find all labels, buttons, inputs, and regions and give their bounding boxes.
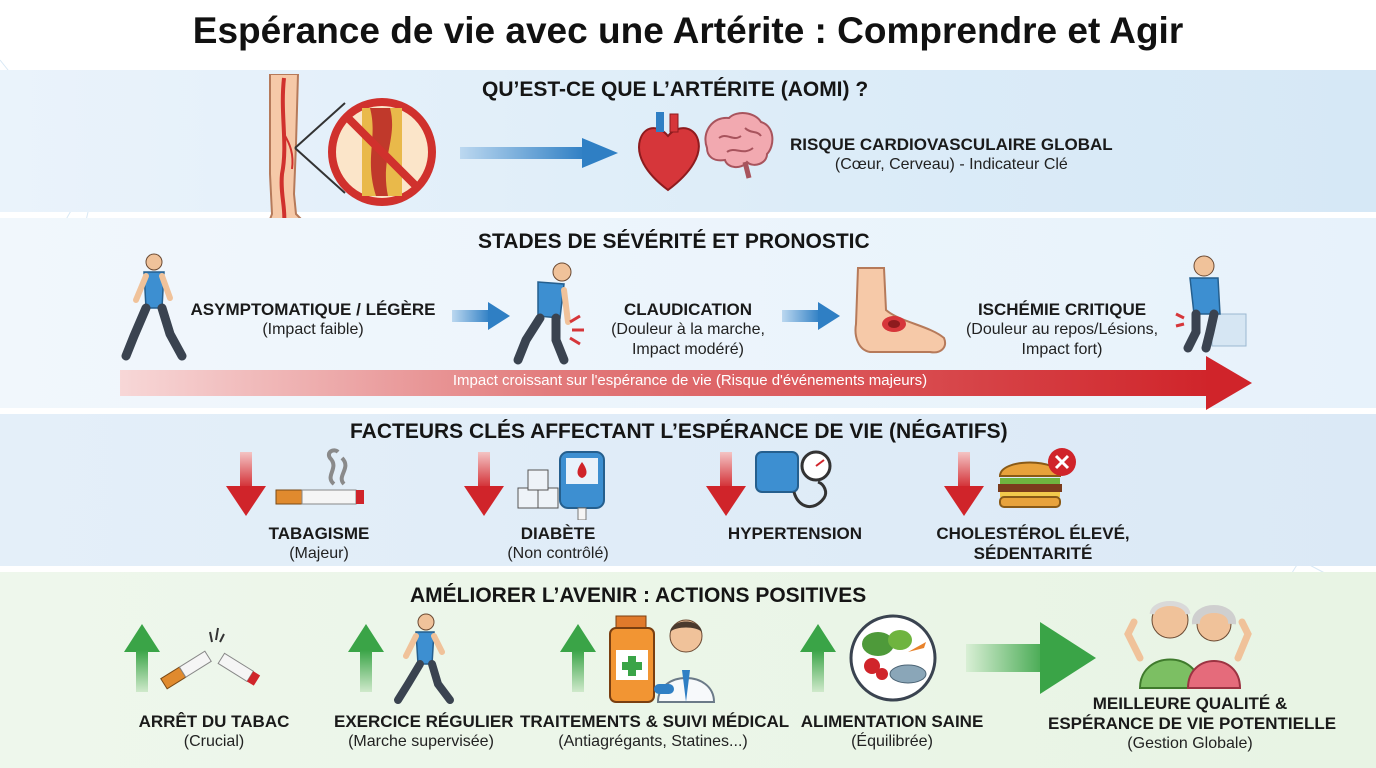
stage-arrow-2 bbox=[782, 302, 840, 330]
sitting-person-icon bbox=[1175, 255, 1247, 353]
factor-diabetes-sub: (Non contrôlé) bbox=[507, 545, 609, 562]
section4-heading: AMÉLIORER L’AVENIR : ACTIONS POSITIVES bbox=[410, 584, 867, 607]
factor-smoking-title: TABAGISME bbox=[268, 524, 370, 543]
factor-diabetes-title: DIABÈTE bbox=[520, 524, 596, 543]
action-diet: ALIMENTATION SAINE (Équilibrée) bbox=[796, 712, 988, 752]
glucometer-icon bbox=[517, 451, 605, 520]
down-arrow-icon bbox=[226, 452, 266, 516]
impact-arrow-label: Impact croissant sur l'espérance de vie … bbox=[452, 372, 928, 389]
stage-2-label: CLAUDICATION (Douleur à la marche, Impac… bbox=[600, 300, 776, 360]
stage-3-title: ISCHÉMIE CRITIQUE bbox=[977, 300, 1147, 319]
action-diet-sub: (Équilibrée) bbox=[851, 733, 933, 750]
walking-person-icon bbox=[121, 253, 187, 361]
wounded-foot-icon bbox=[854, 267, 946, 354]
heart-icon bbox=[638, 112, 700, 192]
up-arrow-icon bbox=[124, 624, 160, 692]
limping-person-icon bbox=[513, 262, 584, 365]
broken-cigarette-icon bbox=[160, 627, 261, 690]
stage-3-label: ISCHÉMIE CRITIQUE (Douleur au repos/Lési… bbox=[952, 300, 1172, 360]
down-arrow-icon bbox=[464, 452, 504, 516]
factor-smoking: TABAGISME (Majeur) bbox=[244, 524, 394, 564]
stage-1-label: ASYMPTOMATIQUE / LÉGÈRE (Impact faible) bbox=[188, 300, 438, 340]
cigarette-icon bbox=[275, 448, 364, 505]
action-stop-smoking-sub: (Crucial) bbox=[183, 733, 245, 750]
risk-subtitle: (Cœur, Cerveau) - Indicateur Clé bbox=[834, 156, 1068, 173]
risk-title: RISQUE CARDIOVASCULAIRE GLOBAL bbox=[790, 135, 1113, 154]
stage-arrow-1 bbox=[452, 302, 510, 330]
outcome-line-2: ESPÉRANCE DE VIE POTENTIELLE bbox=[1048, 714, 1337, 733]
blood-pressure-icon bbox=[755, 450, 832, 508]
arrow-to-outcome bbox=[966, 622, 1096, 694]
outcome-label: MEILLEURE QUALITÉ & ESPÉRANCE DE VIE POT… bbox=[1048, 694, 1337, 754]
factor-smoking-sub: (Majeur) bbox=[289, 545, 349, 562]
outcome-line-1: MEILLEURE QUALITÉ & bbox=[1092, 694, 1288, 713]
action-stop-smoking-title: ARRÊT DU TABAC bbox=[138, 712, 290, 731]
factor-cholesterol: CHOLESTÉROL ÉLEVÉ, SÉDENTARITÉ bbox=[930, 524, 1136, 564]
medication-doctor-icon bbox=[609, 615, 716, 703]
section2-heading: STADES DE SÉVÉRITÉ ET PRONOSTIC bbox=[478, 230, 870, 253]
action-exercise: EXERCICE RÉGULIER (Marche supervisée) bbox=[334, 712, 514, 752]
stage-2-desc-1: (Douleur à la marche, bbox=[611, 321, 765, 338]
stage-1-desc: (Impact faible) bbox=[262, 321, 364, 338]
up-arrow-icon bbox=[800, 624, 836, 692]
blocked-artery-icon bbox=[328, 98, 436, 206]
happy-seniors-icon bbox=[1124, 601, 1252, 689]
factor-cholesterol-sub: SÉDENTARITÉ bbox=[973, 544, 1093, 563]
action-diet-title: ALIMENTATION SAINE bbox=[800, 712, 984, 731]
page-title: Espérance de vie avec une Artérite : Com… bbox=[192, 10, 1184, 51]
down-arrow-icon bbox=[944, 452, 984, 516]
down-arrow-icon bbox=[706, 452, 746, 516]
factor-hypertension: HYPERTENSION bbox=[720, 524, 870, 544]
factor-diabetes: DIABÈTE (Non contrôlé) bbox=[478, 524, 638, 564]
zoom-lines bbox=[294, 102, 346, 194]
factor-hypertension-title: HYPERTENSION bbox=[727, 524, 863, 543]
stage-3-desc-1: (Douleur au repos/Lésions, bbox=[965, 321, 1159, 338]
stage-2-title: CLAUDICATION bbox=[623, 300, 753, 319]
up-arrow-icon bbox=[348, 624, 384, 692]
factor-cholesterol-title: CHOLESTÉROL ÉLEVÉ, bbox=[936, 524, 1130, 543]
walking-exercise-icon bbox=[394, 613, 454, 704]
outcome-sub: (Gestion Globale) bbox=[1127, 735, 1253, 752]
action-stop-smoking: ARRÊT DU TABAC (Crucial) bbox=[134, 712, 294, 752]
action-treatment-sub: (Antiagrégants, Statines...) bbox=[558, 733, 748, 750]
action-exercise-sub: (Marche supervisée) bbox=[348, 733, 494, 750]
stage-3-desc-2: Impact fort) bbox=[1021, 341, 1103, 358]
up-arrow-icon bbox=[560, 624, 596, 692]
arrow-to-risk bbox=[460, 138, 618, 168]
stage-1-title: ASYMPTOMATIQUE / LÉGÈRE bbox=[190, 300, 436, 319]
healthy-food-plate-icon bbox=[849, 614, 937, 702]
action-treatment-title: TRAITEMENTS & SUIVI MÉDICAL bbox=[520, 712, 790, 731]
section3-heading: FACTEURS CLÉS AFFECTANT L’ESPÉRANCE DE V… bbox=[350, 420, 1008, 443]
brain-icon bbox=[704, 112, 774, 179]
risk-label: RISQUE CARDIOVASCULAIRE GLOBAL (Cœur, Ce… bbox=[790, 135, 1113, 175]
stage-2-desc-2: Impact modéré) bbox=[631, 341, 745, 358]
burger-icon bbox=[998, 448, 1076, 508]
impact-progression-arrow bbox=[120, 356, 1252, 410]
action-treatment: TRAITEMENTS & SUIVI MÉDICAL (Antiagrégan… bbox=[520, 712, 790, 752]
section1-heading: QU’EST-CE QUE L’ARTÉRITE (AOMI) ? bbox=[482, 78, 869, 101]
action-exercise-title: EXERCICE RÉGULIER bbox=[334, 712, 514, 731]
